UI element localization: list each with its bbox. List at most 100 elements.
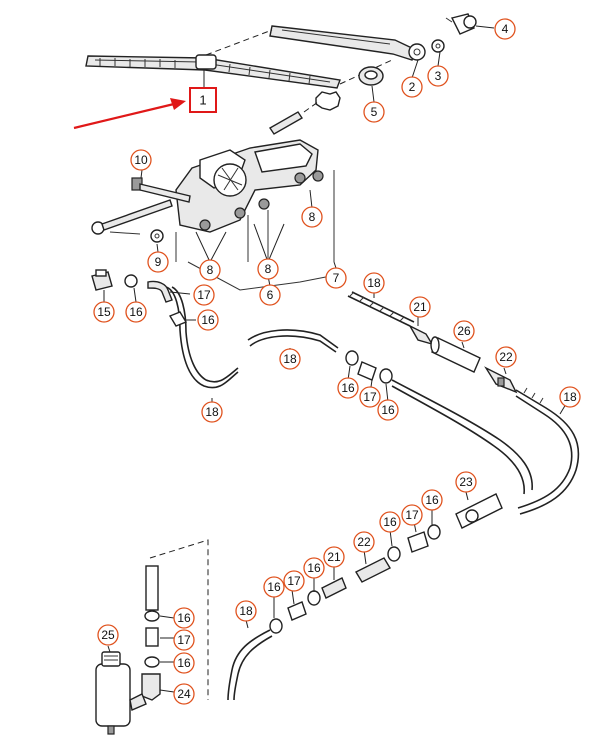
svg-text:8: 8 — [265, 262, 272, 276]
hose-left[interactable] — [165, 286, 339, 389]
callout-17-d[interactable]: 17 — [283, 570, 305, 592]
callout-2[interactable]: 2 — [401, 76, 423, 98]
connector-21b[interactable] — [321, 577, 347, 599]
callout-17-a[interactable]: 17 — [193, 284, 215, 306]
callout-18-a[interactable]: 18 — [363, 272, 385, 294]
svg-text:17: 17 — [363, 390, 377, 404]
svg-text:16: 16 — [307, 561, 321, 575]
wiper-arm[interactable] — [269, 25, 417, 61]
clip-16j[interactable] — [144, 656, 160, 668]
svg-text:21: 21 — [327, 550, 341, 564]
svg-text:16: 16 — [177, 611, 191, 625]
tube-17c[interactable] — [407, 531, 429, 553]
callout-22-b[interactable]: 22 — [353, 531, 375, 553]
arm-nut[interactable] — [408, 43, 426, 61]
arm-washer[interactable] — [431, 39, 445, 53]
callout-24[interactable]: 24 — [173, 683, 195, 705]
callout-16-c[interactable]: 16 — [337, 377, 359, 399]
callout-16-e[interactable]: 16 — [421, 489, 443, 511]
clip-16b[interactable] — [168, 311, 188, 327]
long-bolt[interactable] — [91, 199, 173, 235]
clip-16c[interactable] — [345, 350, 359, 366]
callout-16-f[interactable]: 16 — [379, 511, 401, 533]
clip-16i[interactable] — [144, 610, 160, 622]
washer-reservoir[interactable] — [95, 651, 147, 735]
svg-text:8: 8 — [207, 263, 214, 277]
callout-17-b[interactable]: 17 — [359, 386, 381, 408]
connector-17a[interactable] — [147, 280, 173, 303]
nut-9[interactable] — [150, 229, 164, 243]
svg-text:2: 2 — [409, 80, 416, 94]
callout-16-i[interactable]: 16 — [173, 607, 195, 629]
callout-18-b[interactable]: 18 — [279, 348, 301, 370]
svg-text:22: 22 — [357, 535, 371, 549]
valve-26[interactable] — [430, 336, 481, 373]
svg-text:23: 23 — [459, 475, 473, 489]
part-1-highlight[interactable]: 1 — [189, 87, 217, 113]
tube-17d[interactable] — [287, 601, 307, 621]
elbow-24[interactable] — [141, 673, 161, 701]
callout-16-d[interactable]: 16 — [377, 399, 399, 421]
callout-3[interactable]: 3 — [427, 65, 449, 87]
clip-16f[interactable] — [387, 546, 401, 562]
svg-text:15: 15 — [97, 305, 111, 319]
callout-9[interactable]: 9 — [147, 251, 169, 273]
tube-17e[interactable] — [145, 627, 159, 647]
callout-18-e[interactable]: 18 — [235, 600, 257, 622]
callout-25[interactable]: 25 — [97, 624, 119, 646]
mounting-bolt[interactable] — [131, 177, 191, 203]
callout-16-j[interactable]: 16 — [173, 652, 195, 674]
svg-text:16: 16 — [381, 403, 395, 417]
callout-17-e[interactable]: 17 — [173, 629, 195, 651]
clip-16h[interactable] — [269, 618, 283, 634]
nozzle-15[interactable] — [91, 269, 113, 291]
connector-23[interactable] — [455, 493, 503, 529]
tube-17b[interactable] — [357, 361, 377, 381]
connector-22b[interactable] — [355, 557, 391, 583]
callout-4[interactable]: 4 — [494, 18, 516, 40]
wiper-motor[interactable] — [175, 139, 324, 233]
svg-text:26: 26 — [457, 324, 471, 338]
svg-text:22: 22 — [499, 350, 513, 364]
callout-8c[interactable]: 8 — [257, 258, 279, 280]
callout-5[interactable]: 5 — [363, 101, 385, 123]
callout-22-a[interactable]: 22 — [495, 346, 517, 368]
callout-7[interactable]: 7 — [325, 267, 347, 289]
callout-26[interactable]: 26 — [453, 320, 475, 342]
connector-21a[interactable] — [408, 324, 434, 346]
callout-15[interactable]: 15 — [93, 301, 115, 323]
connector-22a[interactable] — [484, 366, 518, 394]
tube-vertical[interactable] — [145, 565, 159, 611]
hose-middle[interactable] — [391, 379, 533, 495]
spindle-washer[interactable] — [315, 91, 341, 111]
callout-21-a[interactable]: 21 — [409, 296, 431, 318]
svg-text:10: 10 — [134, 153, 148, 167]
callout-17-c[interactable]: 17 — [401, 504, 423, 526]
hose-upper-right[interactable] — [347, 291, 415, 327]
svg-text:24: 24 — [177, 687, 191, 701]
callout-16-h[interactable]: 16 — [263, 576, 285, 598]
callout-21-b[interactable]: 21 — [323, 546, 345, 568]
callout-16-a[interactable]: 16 — [125, 301, 147, 323]
svg-text:3: 3 — [435, 69, 442, 83]
clip-16d[interactable] — [379, 368, 393, 384]
svg-text:18: 18 — [563, 390, 577, 404]
callout-8a[interactable]: 8 — [301, 206, 323, 228]
callout-18-d[interactable]: 18 — [559, 386, 581, 408]
hose-lower[interactable] — [227, 629, 273, 701]
callout-16-b[interactable]: 16 — [197, 309, 219, 331]
arm-cap[interactable] — [445, 13, 477, 35]
callout-23[interactable]: 23 — [455, 471, 477, 493]
clip-16g[interactable] — [307, 590, 321, 606]
callout-16-g[interactable]: 16 — [303, 557, 325, 579]
svg-text:21: 21 — [413, 300, 427, 314]
callout-6[interactable]: 6 — [259, 284, 281, 306]
callout-18-c[interactable]: 18 — [201, 401, 223, 423]
wiper-blade[interactable] — [85, 54, 341, 89]
hose-right-long[interactable] — [515, 387, 580, 515]
clip-16e[interactable] — [427, 524, 441, 540]
grommet[interactable] — [358, 66, 384, 86]
clip-16a[interactable] — [124, 274, 138, 288]
callout-8b[interactable]: 8 — [199, 259, 221, 281]
callout-10[interactable]: 10 — [130, 149, 152, 171]
